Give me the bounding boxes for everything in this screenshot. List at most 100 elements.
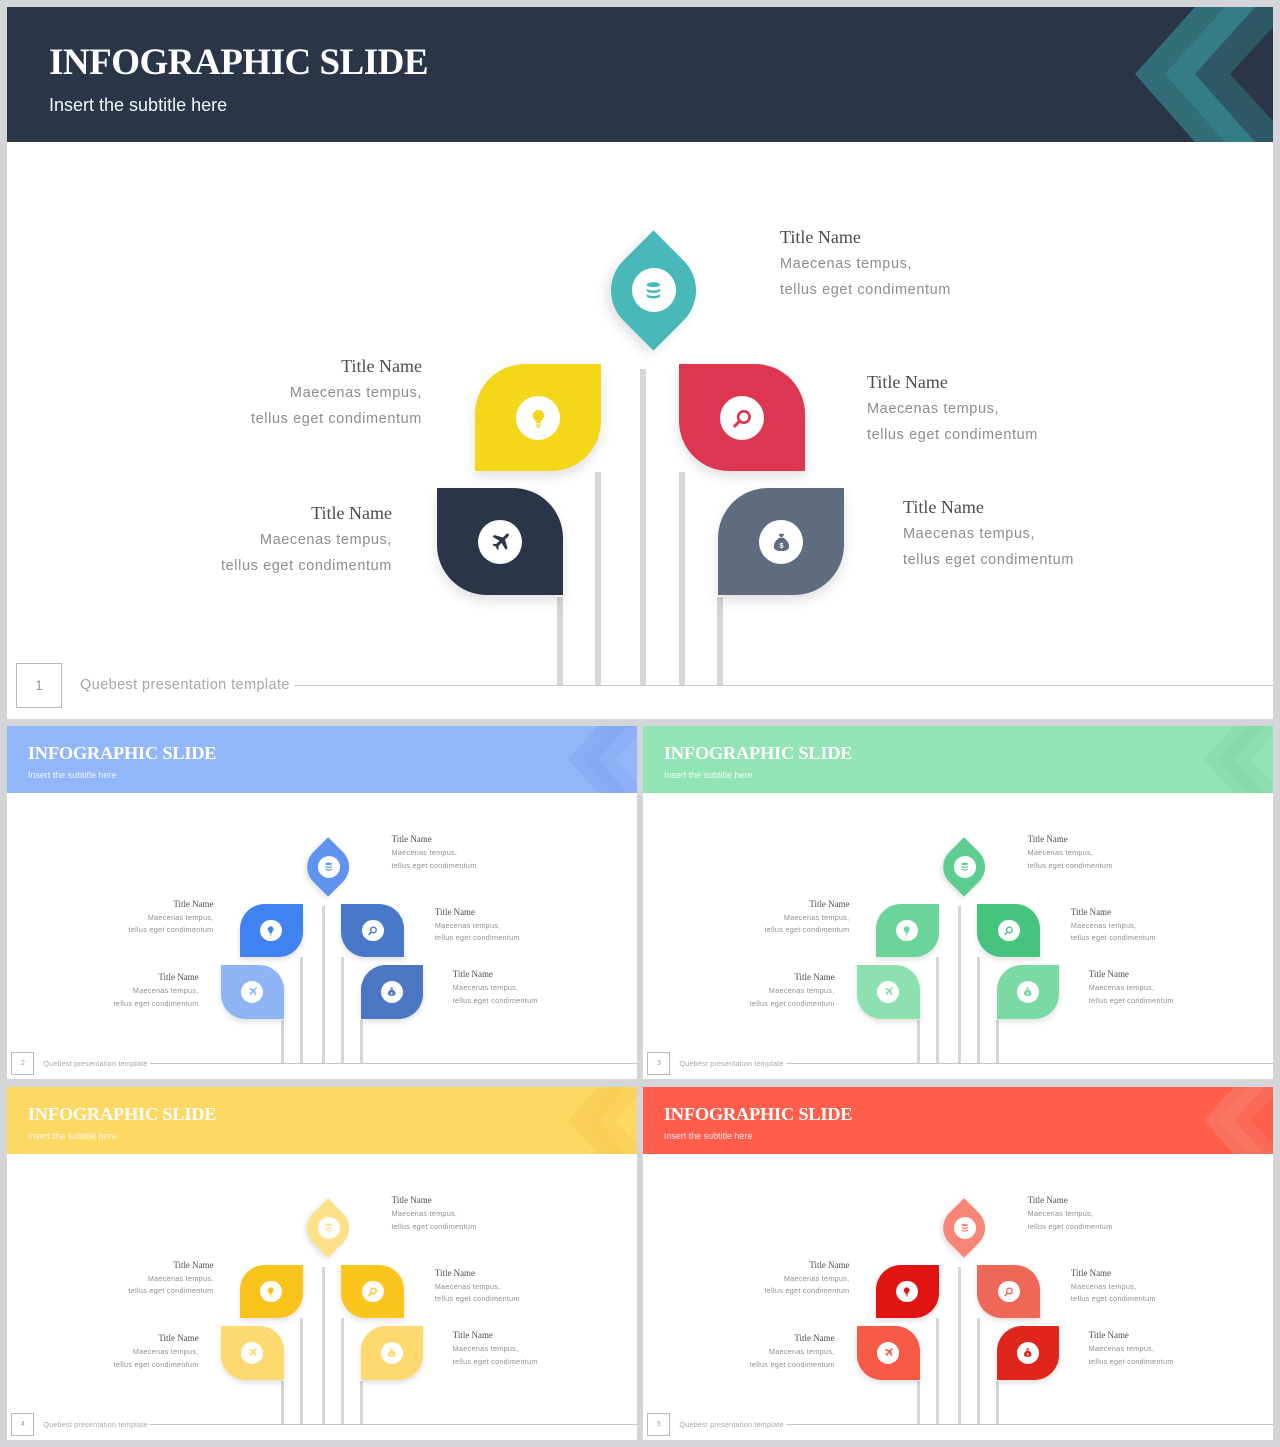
- callout-line-2: tellus eget condimentum: [1027, 1222, 1113, 1232]
- money-bag-icon: $: [759, 520, 803, 564]
- svg-text:$: $: [1027, 1353, 1030, 1357]
- callout-title: Title Name: [867, 372, 948, 392]
- stem-line: [280, 1380, 284, 1425]
- callout-line-1: Maecenas tempus,: [289, 385, 422, 401]
- footer-divider: [785, 1424, 1273, 1426]
- chevron-decoration-icon: [563, 1087, 637, 1154]
- slide-subtitle: Insert the subtitle here: [663, 769, 753, 780]
- svg-text:$: $: [391, 1353, 394, 1357]
- callout-line-1: Maecenas tempus,: [1027, 1209, 1094, 1219]
- chevron-decoration-icon: [1199, 1087, 1273, 1154]
- callout-line-2: tellus eget condimentum: [128, 1286, 214, 1296]
- money-bag-icon: $: [1017, 1342, 1039, 1365]
- page-number: 4: [11, 1413, 35, 1436]
- callout-title: Title Name: [1027, 834, 1068, 845]
- leaf-top: [934, 826, 995, 908]
- stem-line: [280, 1019, 284, 1064]
- footer-text: Quebest presentation template: [679, 1420, 784, 1430]
- stem-line: [935, 957, 939, 1064]
- stem-line: [916, 1019, 920, 1064]
- database-icon: [953, 1216, 976, 1239]
- money-bag-icon: $: [381, 981, 403, 1004]
- leaf-upper-left: [239, 903, 303, 957]
- lightbulb-icon: [896, 1280, 919, 1303]
- callout-title: Title Name: [341, 356, 422, 376]
- page-number: 1: [16, 663, 62, 708]
- footer-divider: [149, 1063, 637, 1065]
- stem-line: [957, 1267, 961, 1425]
- svg-text:$: $: [779, 540, 784, 549]
- callout-title: Title Name: [1027, 1195, 1068, 1206]
- slide-title: INFOGRAPHIC SLIDE: [27, 742, 217, 763]
- callout-line-2: tellus eget condimentum: [251, 411, 422, 427]
- page-number: 2: [11, 1052, 35, 1075]
- callout-line-1: Maecenas tempus,: [132, 1346, 199, 1356]
- callout-line-1: Maecenas tempus,: [867, 401, 1000, 417]
- lightbulb-icon: [260, 1280, 283, 1303]
- callout-line-1: Maecenas tempus,: [1027, 848, 1094, 858]
- callout-title: Title Name: [809, 1259, 850, 1270]
- chevron-decoration-icon: [1199, 726, 1273, 793]
- callout-line-2: tellus eget condimentum: [113, 998, 199, 1008]
- leaf-top: [298, 1187, 359, 1269]
- callout-line-1: Maecenas tempus,: [452, 1343, 519, 1353]
- search-icon: [997, 1280, 1020, 1303]
- svg-text:$: $: [391, 992, 394, 996]
- footer-text: Quebest presentation template: [43, 1059, 148, 1069]
- stem-line: [916, 1380, 920, 1425]
- callout-line-1: Maecenas tempus,: [391, 1209, 458, 1219]
- callout-title: Title Name: [794, 971, 835, 982]
- callout-line-1: Maecenas tempus,: [1070, 1281, 1137, 1291]
- leaf-upper-right: [341, 903, 404, 957]
- callout-title: Title Name: [434, 906, 475, 917]
- callout-title: Title Name: [173, 1259, 214, 1270]
- callout-line-1: Maecenas tempus,: [147, 1273, 214, 1283]
- callout-line-2: tellus eget condimentum: [221, 558, 392, 574]
- callout-line-2: tellus eget condimentum: [434, 1294, 520, 1304]
- leaf-lower-left: [220, 965, 284, 1019]
- leaf-upper-left: [475, 364, 601, 471]
- callout-title: Title Name: [452, 968, 493, 979]
- leaf-lower-right: $: [360, 1326, 424, 1380]
- footer-text: Quebest presentation template: [679, 1059, 784, 1069]
- lightbulb-icon: [260, 919, 283, 942]
- callout-title: Title Name: [391, 834, 432, 845]
- callout-line-1: Maecenas tempus,: [768, 985, 835, 995]
- database-icon: [953, 855, 976, 878]
- leaf-top: [298, 826, 359, 908]
- page-number: 5: [647, 1413, 671, 1436]
- search-icon: [720, 396, 764, 440]
- database-icon: [317, 1216, 340, 1239]
- callout-line-2: tellus eget condimentum: [1027, 861, 1113, 871]
- leaf-lower-left: [437, 488, 563, 595]
- callout-line-2: tellus eget condimentum: [764, 925, 850, 935]
- callout-title: Title Name: [1088, 968, 1129, 979]
- callout-title: Title Name: [1070, 906, 1111, 917]
- footer-divider: [785, 1063, 1273, 1065]
- chevron-decoration-icon: [1125, 7, 1273, 142]
- callout-line-1: Maecenas tempus,: [434, 920, 501, 930]
- callout-title: Title Name: [452, 1329, 493, 1340]
- callout-title: Title Name: [434, 1267, 475, 1278]
- leaf-lower-right: $: [996, 965, 1060, 1019]
- callout-title: Title Name: [173, 898, 214, 909]
